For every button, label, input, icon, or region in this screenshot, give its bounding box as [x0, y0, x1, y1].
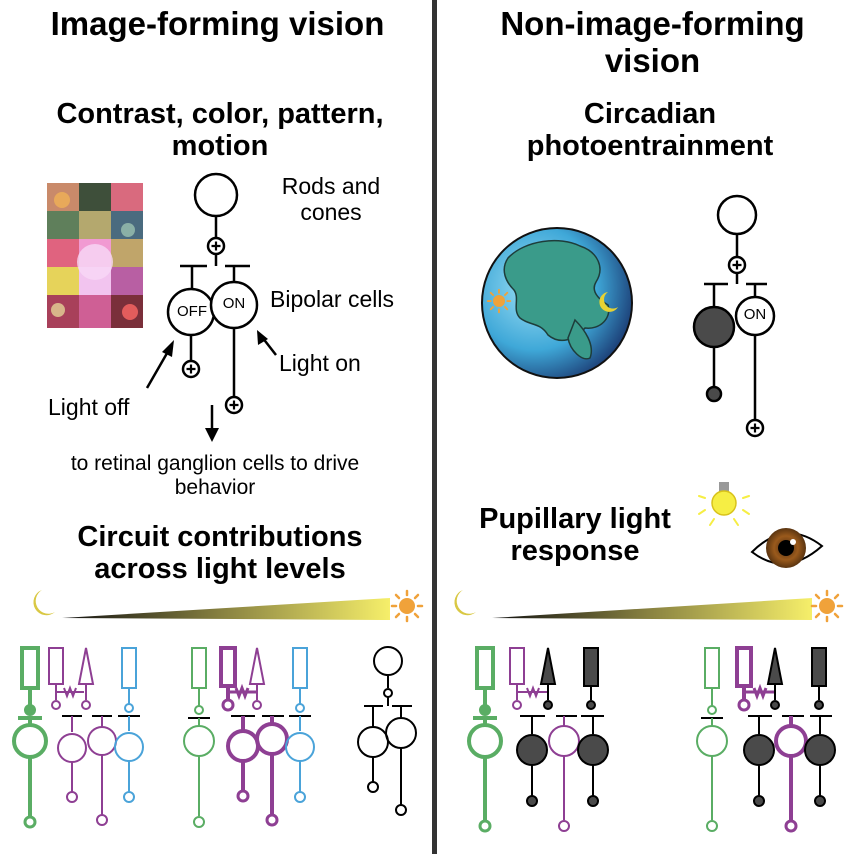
light-level-bar-right [454, 589, 844, 623]
left-subtitle: Contrast, color, pattern, motion [56, 98, 384, 163]
panel-divider [432, 0, 437, 854]
left-circuit [145, 172, 277, 442]
right-title: Non-image-forming vision [500, 5, 805, 79]
circuit-nif-dim [467, 646, 609, 833]
light-on-label: Light on [279, 350, 361, 376]
circuit-nif-bright [696, 646, 836, 833]
moon-icon [454, 590, 476, 616]
right-subtitle: Circadian photoentrainment [526, 98, 774, 163]
circuit-title: Circuit contributions across light level… [77, 521, 363, 586]
moon-icon [33, 590, 55, 616]
circuit-bright-light [357, 646, 417, 816]
off-cell-label: OFF [177, 303, 207, 320]
earth-icon [481, 227, 633, 379]
lightbulb-icon [698, 482, 750, 526]
eye-icon [750, 528, 824, 568]
left-title: Image-forming vision [50, 5, 385, 42]
circuit-mid-light [183, 646, 315, 828]
light-off-label: Light off [48, 394, 130, 420]
right-circuit [692, 194, 776, 438]
plr-title: Pupillary light response [479, 503, 671, 568]
bipolar-cells-label: Bipolar cells [270, 286, 394, 312]
on-cell-label: ON [222, 295, 246, 312]
right-on-cell-label: ON [743, 306, 767, 323]
rods-cones-label: Rods and cones [281, 173, 381, 225]
output-label: to retinal ganglion cells to drive behav… [70, 452, 360, 499]
circuit-dim-light [12, 646, 144, 829]
color-mosaic-image [47, 183, 143, 328]
light-level-bar-left [33, 589, 424, 623]
